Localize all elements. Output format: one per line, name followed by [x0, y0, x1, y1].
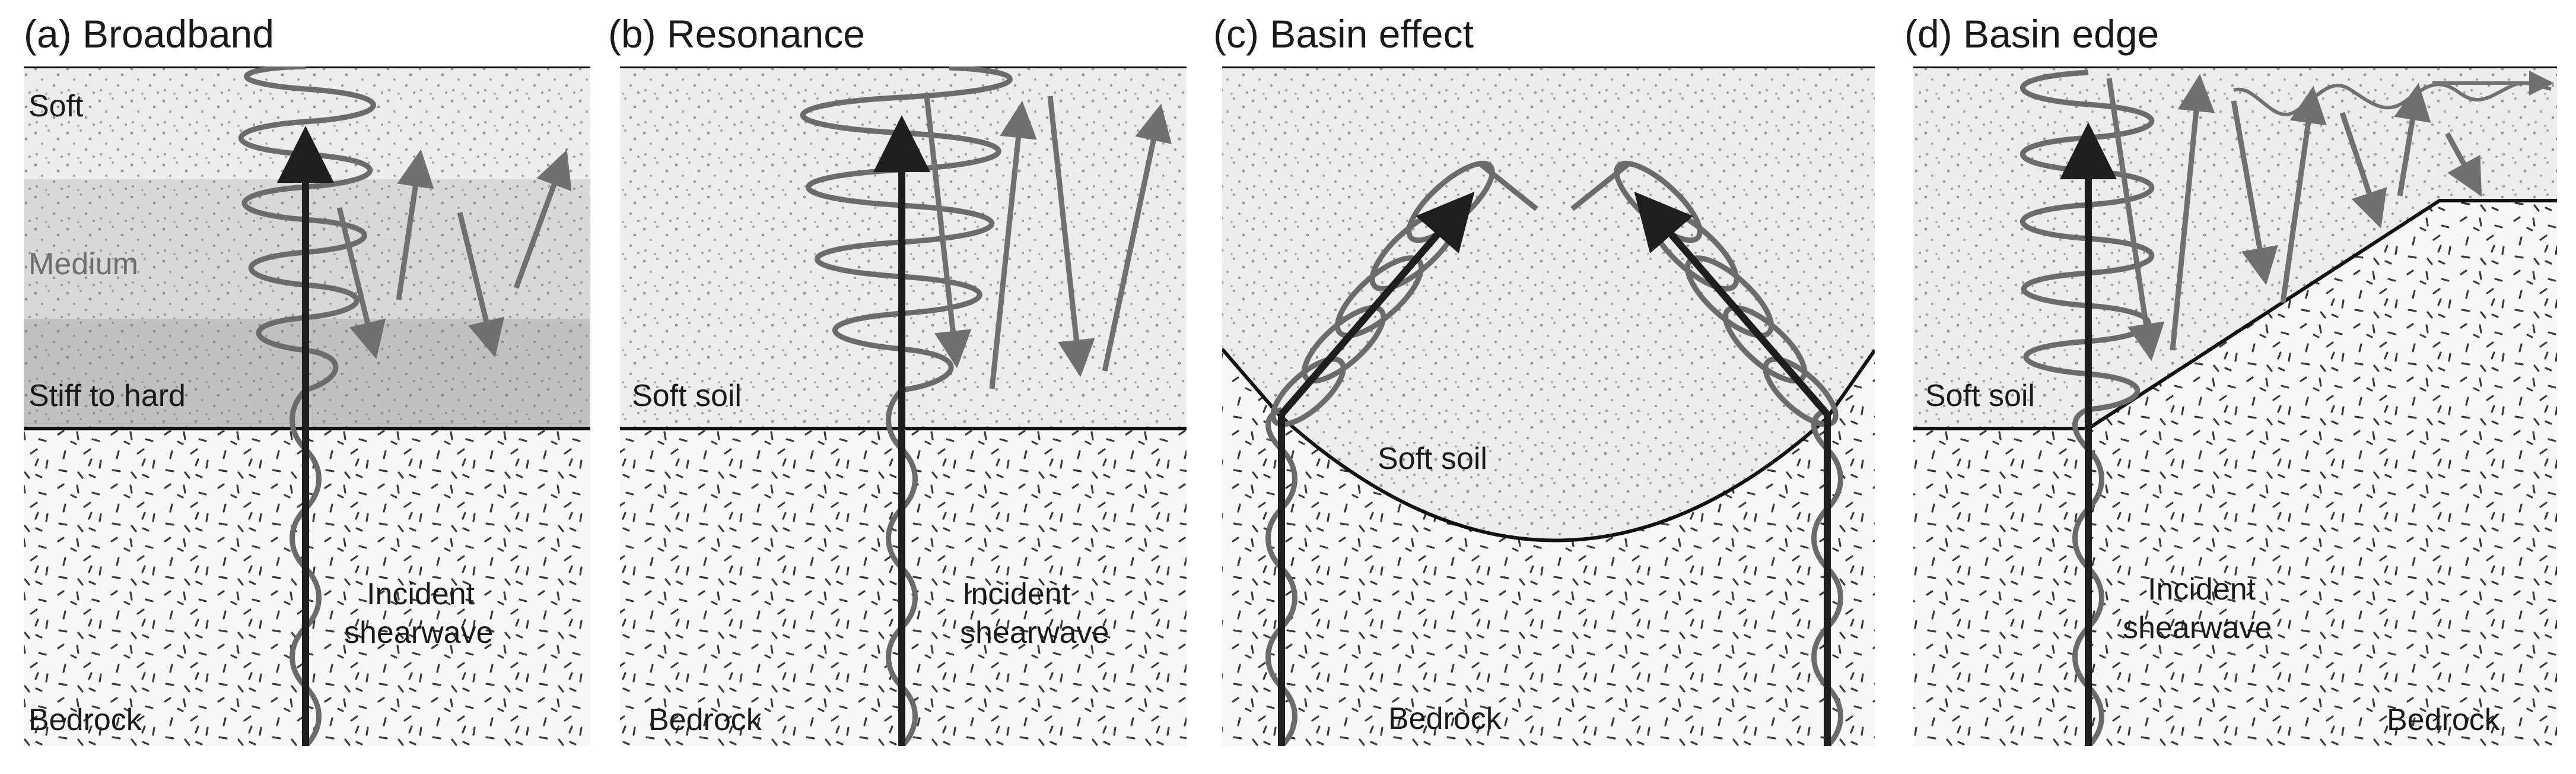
- incident-label: shearwave: [344, 616, 493, 650]
- incident-arrow: [1279, 191, 1475, 417]
- panel-a-broadband: (a) Broadband Soft Medium Stiff to hard …: [24, 12, 590, 746]
- panel-d-basin-edge: (d) Basin edge Soft soil Incident shearw…: [1904, 12, 2557, 746]
- reflected-arrow: [336, 207, 386, 360]
- layer-label-medium: Medium: [28, 247, 138, 281]
- incident-arrow: [1634, 191, 1830, 417]
- panel-title: (d) Basin edge: [1904, 12, 2159, 56]
- basin-edge-boundary: [1913, 199, 2557, 430]
- panel-b-resonance: (b) Resonance Soft soil Incident shearwa…: [608, 12, 1187, 746]
- resonant-wave-icon: [800, 66, 1013, 393]
- basin-boundary: [1222, 348, 1875, 543]
- reflected-arrow: [2106, 78, 2165, 361]
- basin-wave-loop: [1722, 304, 1808, 384]
- reflected-arrow: [1047, 96, 1095, 378]
- reflected-arrow: [2170, 74, 2215, 351]
- incident-label: shearwave: [960, 616, 1109, 650]
- reflected-arrow: [2394, 83, 2431, 196]
- layer-label-soft: Soft: [28, 89, 84, 123]
- bedrock-label: Bedrock: [2387, 703, 2501, 737]
- reflected-arrow: [2339, 112, 2387, 229]
- bedrock-label: Bedrock: [28, 703, 142, 737]
- soil-label: Soft soil: [1378, 442, 1487, 476]
- reflected-arrow: [989, 100, 1037, 389]
- reflected-arrow: [2280, 85, 2327, 303]
- reflected-arrow: [2445, 132, 2482, 197]
- reflected-arrow: [924, 96, 972, 369]
- layer-label-stiff: Stiff to hard: [28, 379, 186, 413]
- amplified-wave-icon: [238, 66, 376, 393]
- incident-label: shearwave: [2123, 611, 2272, 645]
- basin-wave-loop: [1763, 356, 1839, 427]
- basin-wave-loop: [1301, 304, 1386, 384]
- soil-label: Soft soil: [632, 379, 742, 413]
- reflected-arrow: [457, 211, 505, 358]
- panel-title: (c) Basin effect: [1213, 12, 1474, 56]
- incident-label: Incident: [2148, 572, 2256, 607]
- reflected-arrow: [513, 150, 572, 289]
- panel-c-basin-effect: (c) Basin effect Soft soil Bedrock: [1213, 12, 1875, 746]
- bedrock-label: Bedrock: [648, 703, 762, 737]
- bedrock-label: Bedrock: [1388, 702, 1502, 736]
- incident-label: Incident: [962, 577, 1071, 611]
- panel-title: (b) Resonance: [608, 12, 865, 56]
- incident-label: Incident: [367, 577, 475, 611]
- reflected-arrow: [396, 149, 434, 300]
- reflected-arrow: [1102, 103, 1172, 372]
- basin-wave-loop: [1270, 356, 1346, 427]
- panel-title: (a) Broadband: [24, 12, 274, 56]
- reflected-arrow: [2231, 100, 2278, 286]
- soil-label: Soft soil: [1925, 379, 2035, 413]
